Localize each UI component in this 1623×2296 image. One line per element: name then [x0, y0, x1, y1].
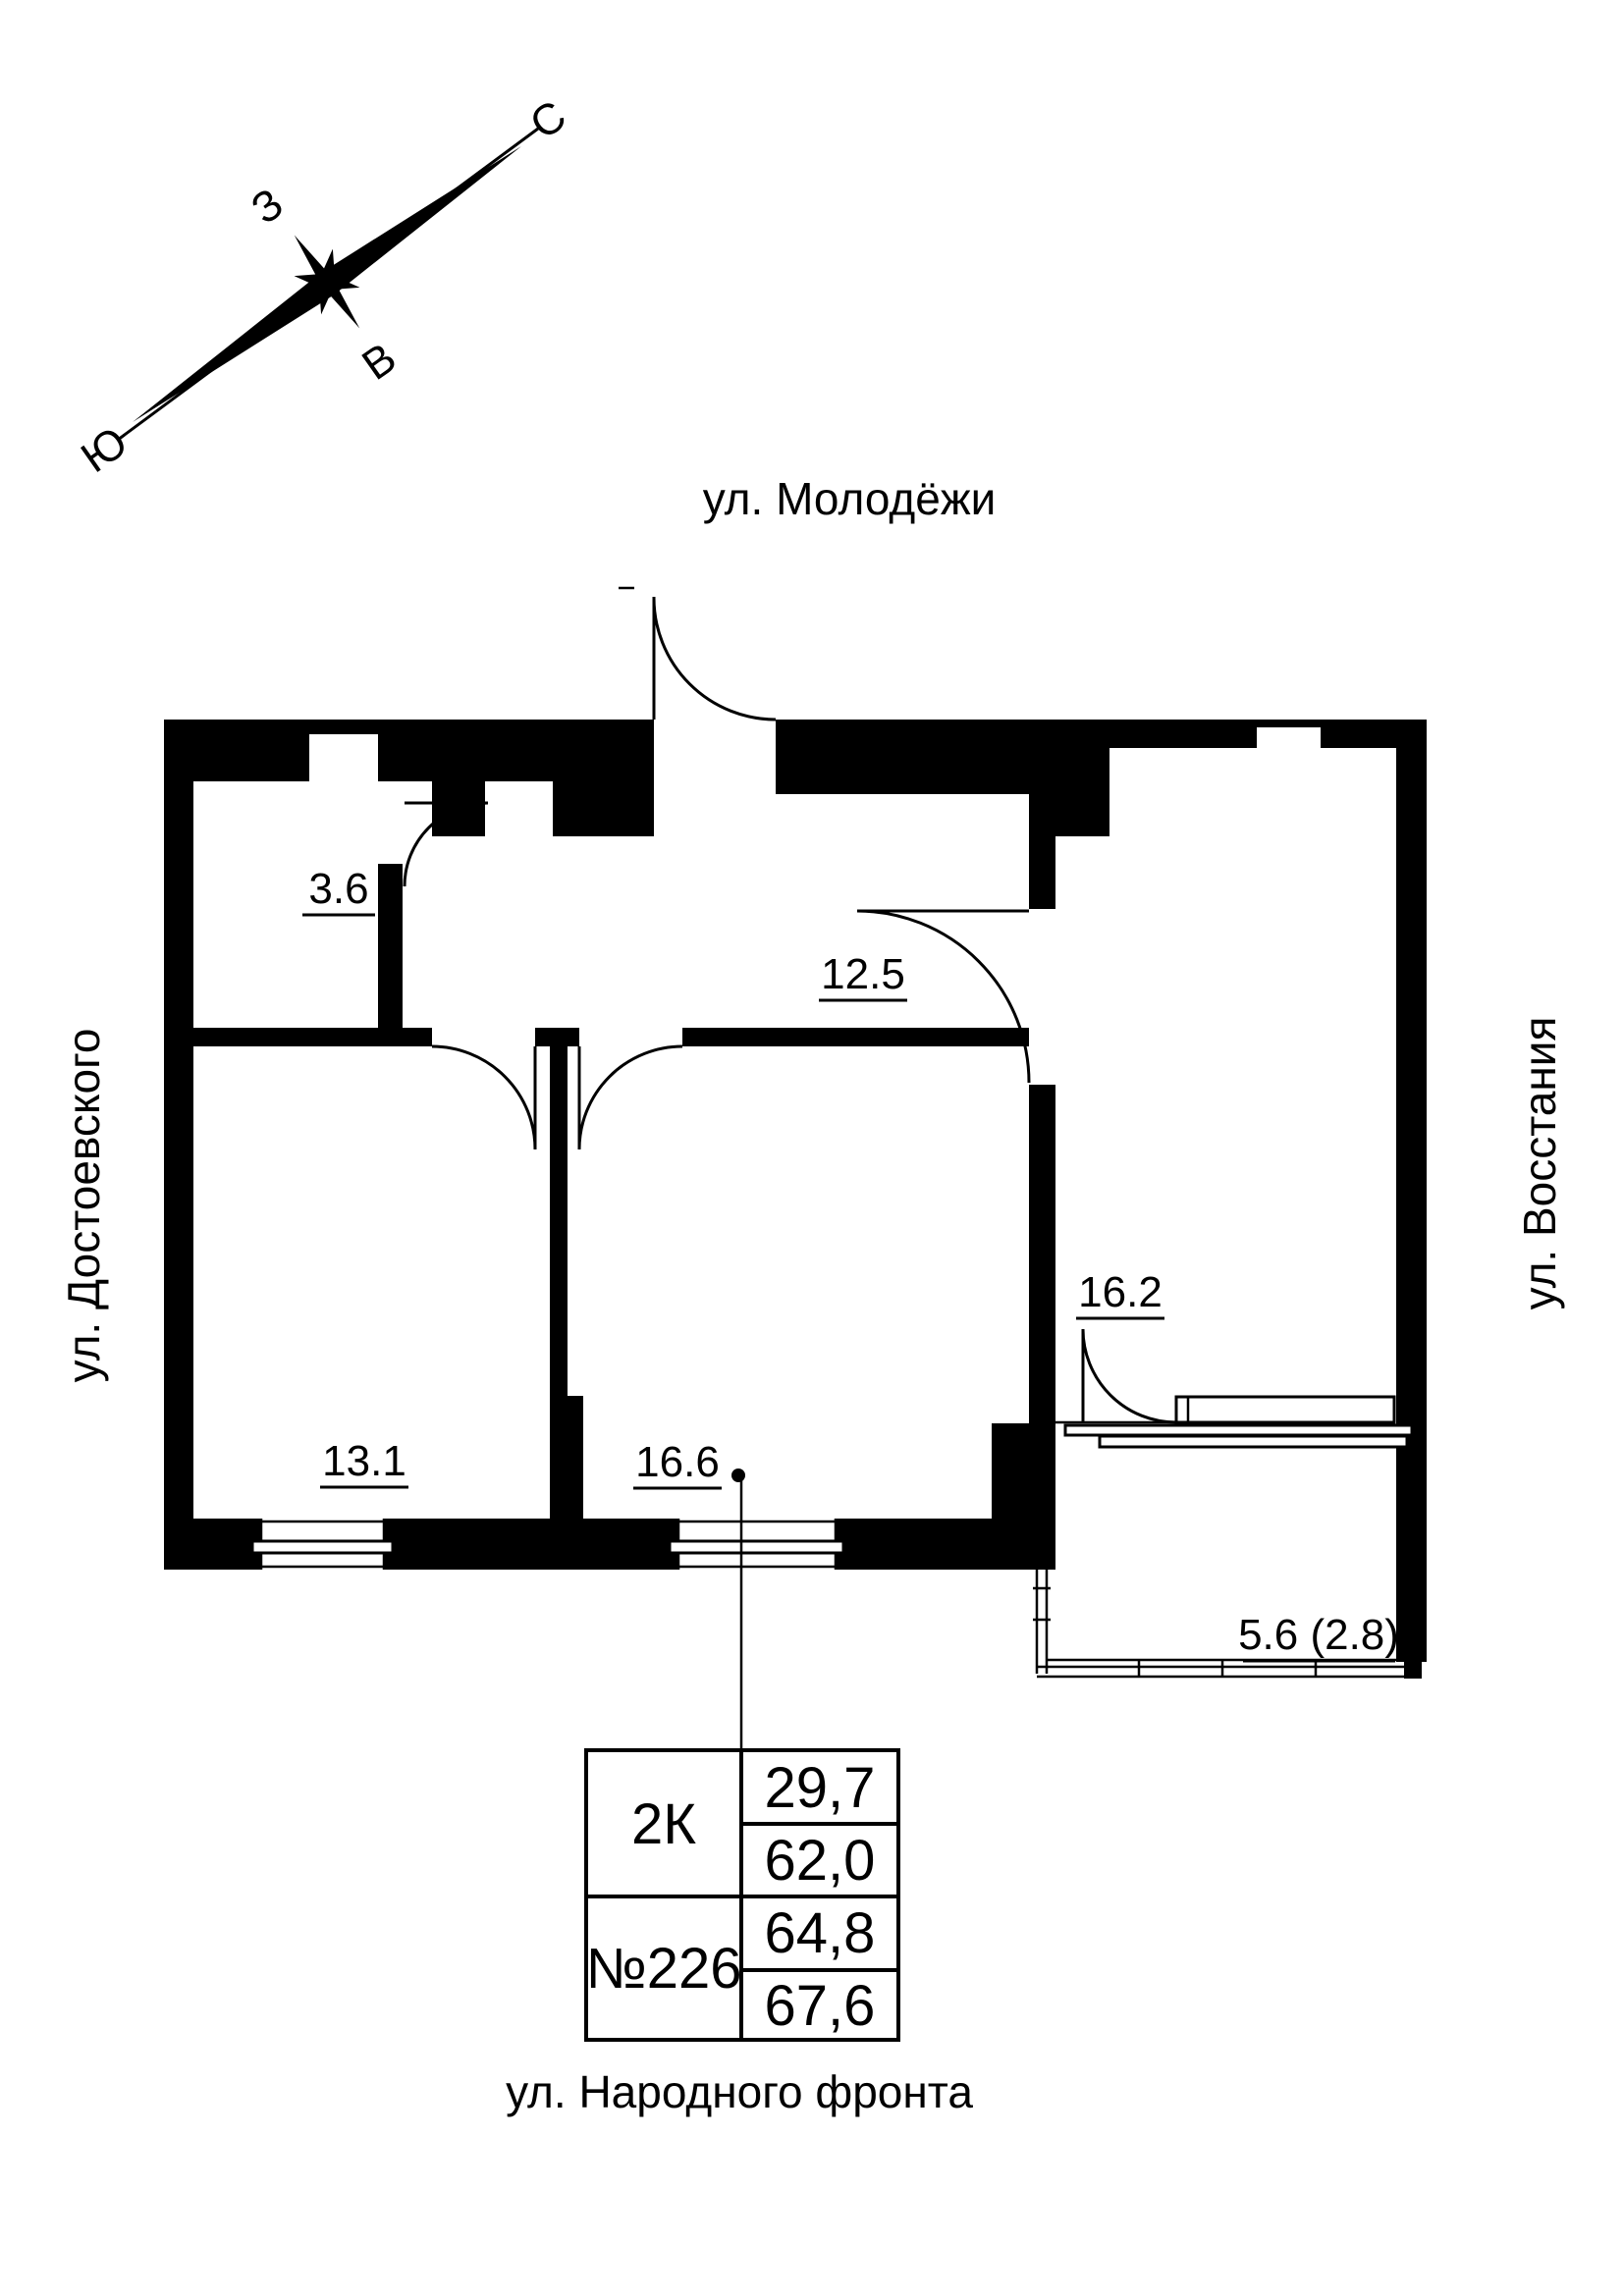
area-value-living: 29,7 — [765, 1756, 876, 1820]
niche-above-bathroom — [309, 734, 378, 781]
wall-hall-bottom-b — [682, 1028, 1029, 1046]
wall-corner-pier — [992, 1423, 1055, 1570]
street-top-label: ул. Молодёжи — [703, 473, 997, 524]
bedroom-door — [431, 1044, 537, 1150]
wall-shaft-c — [1029, 794, 1109, 836]
wall-hall-bottom-stub — [535, 1028, 579, 1046]
wall-top-notch-lintel — [1257, 720, 1321, 727]
street-right-label: ул. Восстания — [1514, 1017, 1565, 1310]
street-labels: ул. Молодёжи ул. Достоевского ул. Восста… — [58, 473, 1565, 2117]
window-kitchen-balcony — [1055, 1395, 1414, 1449]
wall-bathroom-right — [378, 864, 403, 1046]
wall-top-e — [1321, 720, 1396, 748]
wall-kitchen-left-lower — [1029, 1085, 1055, 1423]
wall-kitchen-left-upper — [1029, 836, 1055, 909]
living-door — [577, 1044, 683, 1150]
doors — [403, 586, 1177, 1424]
room-label-bathroom: 3.6 — [308, 865, 368, 913]
bathroom-door — [403, 801, 489, 887]
balcony-sill-outer — [1063, 1423, 1414, 1437]
windows — [250, 1395, 1414, 1570]
room-label-living: 16.6 — [635, 1438, 720, 1486]
wall-right — [1396, 720, 1427, 1662]
room-label-bedroom: 13.1 — [322, 1437, 406, 1485]
window-living — [668, 1519, 845, 1570]
street-left-label: ул. Достоевского — [58, 1029, 109, 1383]
area-value-reduced: 64,8 — [765, 1901, 876, 1965]
room-labels: 3.6 12.5 13.1 16.6 16.2 5.6 (2.8) — [302, 865, 1399, 1663]
entrance-door — [619, 586, 777, 721]
balcony-end-post — [1404, 1659, 1422, 1679]
street-bottom-label: ул. Народного фронта — [506, 2066, 973, 2117]
leader-dot — [731, 1468, 745, 1482]
window-glazing-bar — [250, 1539, 395, 1555]
window-glazing-bar — [668, 1539, 845, 1555]
wall-room-divider-foot — [550, 1396, 583, 1519]
area-value-total: 67,6 — [765, 1974, 876, 2038]
apartment-type: 2К — [631, 1792, 696, 1856]
kitchen-door — [856, 909, 1031, 1084]
wall-top-a — [164, 720, 432, 781]
balcony-door — [1081, 1328, 1177, 1424]
compass-star-icon — [280, 235, 374, 329]
leader — [731, 1468, 745, 1750]
wall-hall-bottom-a — [193, 1028, 432, 1046]
window-bedroom — [250, 1519, 395, 1570]
wall-top-d — [1109, 720, 1257, 748]
wall-left — [164, 720, 193, 1570]
wall-top-c — [776, 720, 1109, 794]
info-table: 2К №226 29,7 62,0 64,8 67,6 — [584, 1748, 900, 2042]
walls — [164, 720, 1427, 1679]
apartment-number: №226 — [586, 1937, 742, 2001]
room-label-kitchen: 16.2 — [1078, 1268, 1163, 1316]
room-label-balcony: 5.6 (2.8) — [1238, 1611, 1399, 1659]
room-label-hall: 12.5 — [821, 950, 905, 998]
wall-top-b — [432, 720, 654, 781]
wall-shaft-b — [553, 781, 654, 836]
balcony-sill-inner — [1098, 1434, 1409, 1449]
area-value-no-balcony: 62,0 — [765, 1829, 876, 1893]
